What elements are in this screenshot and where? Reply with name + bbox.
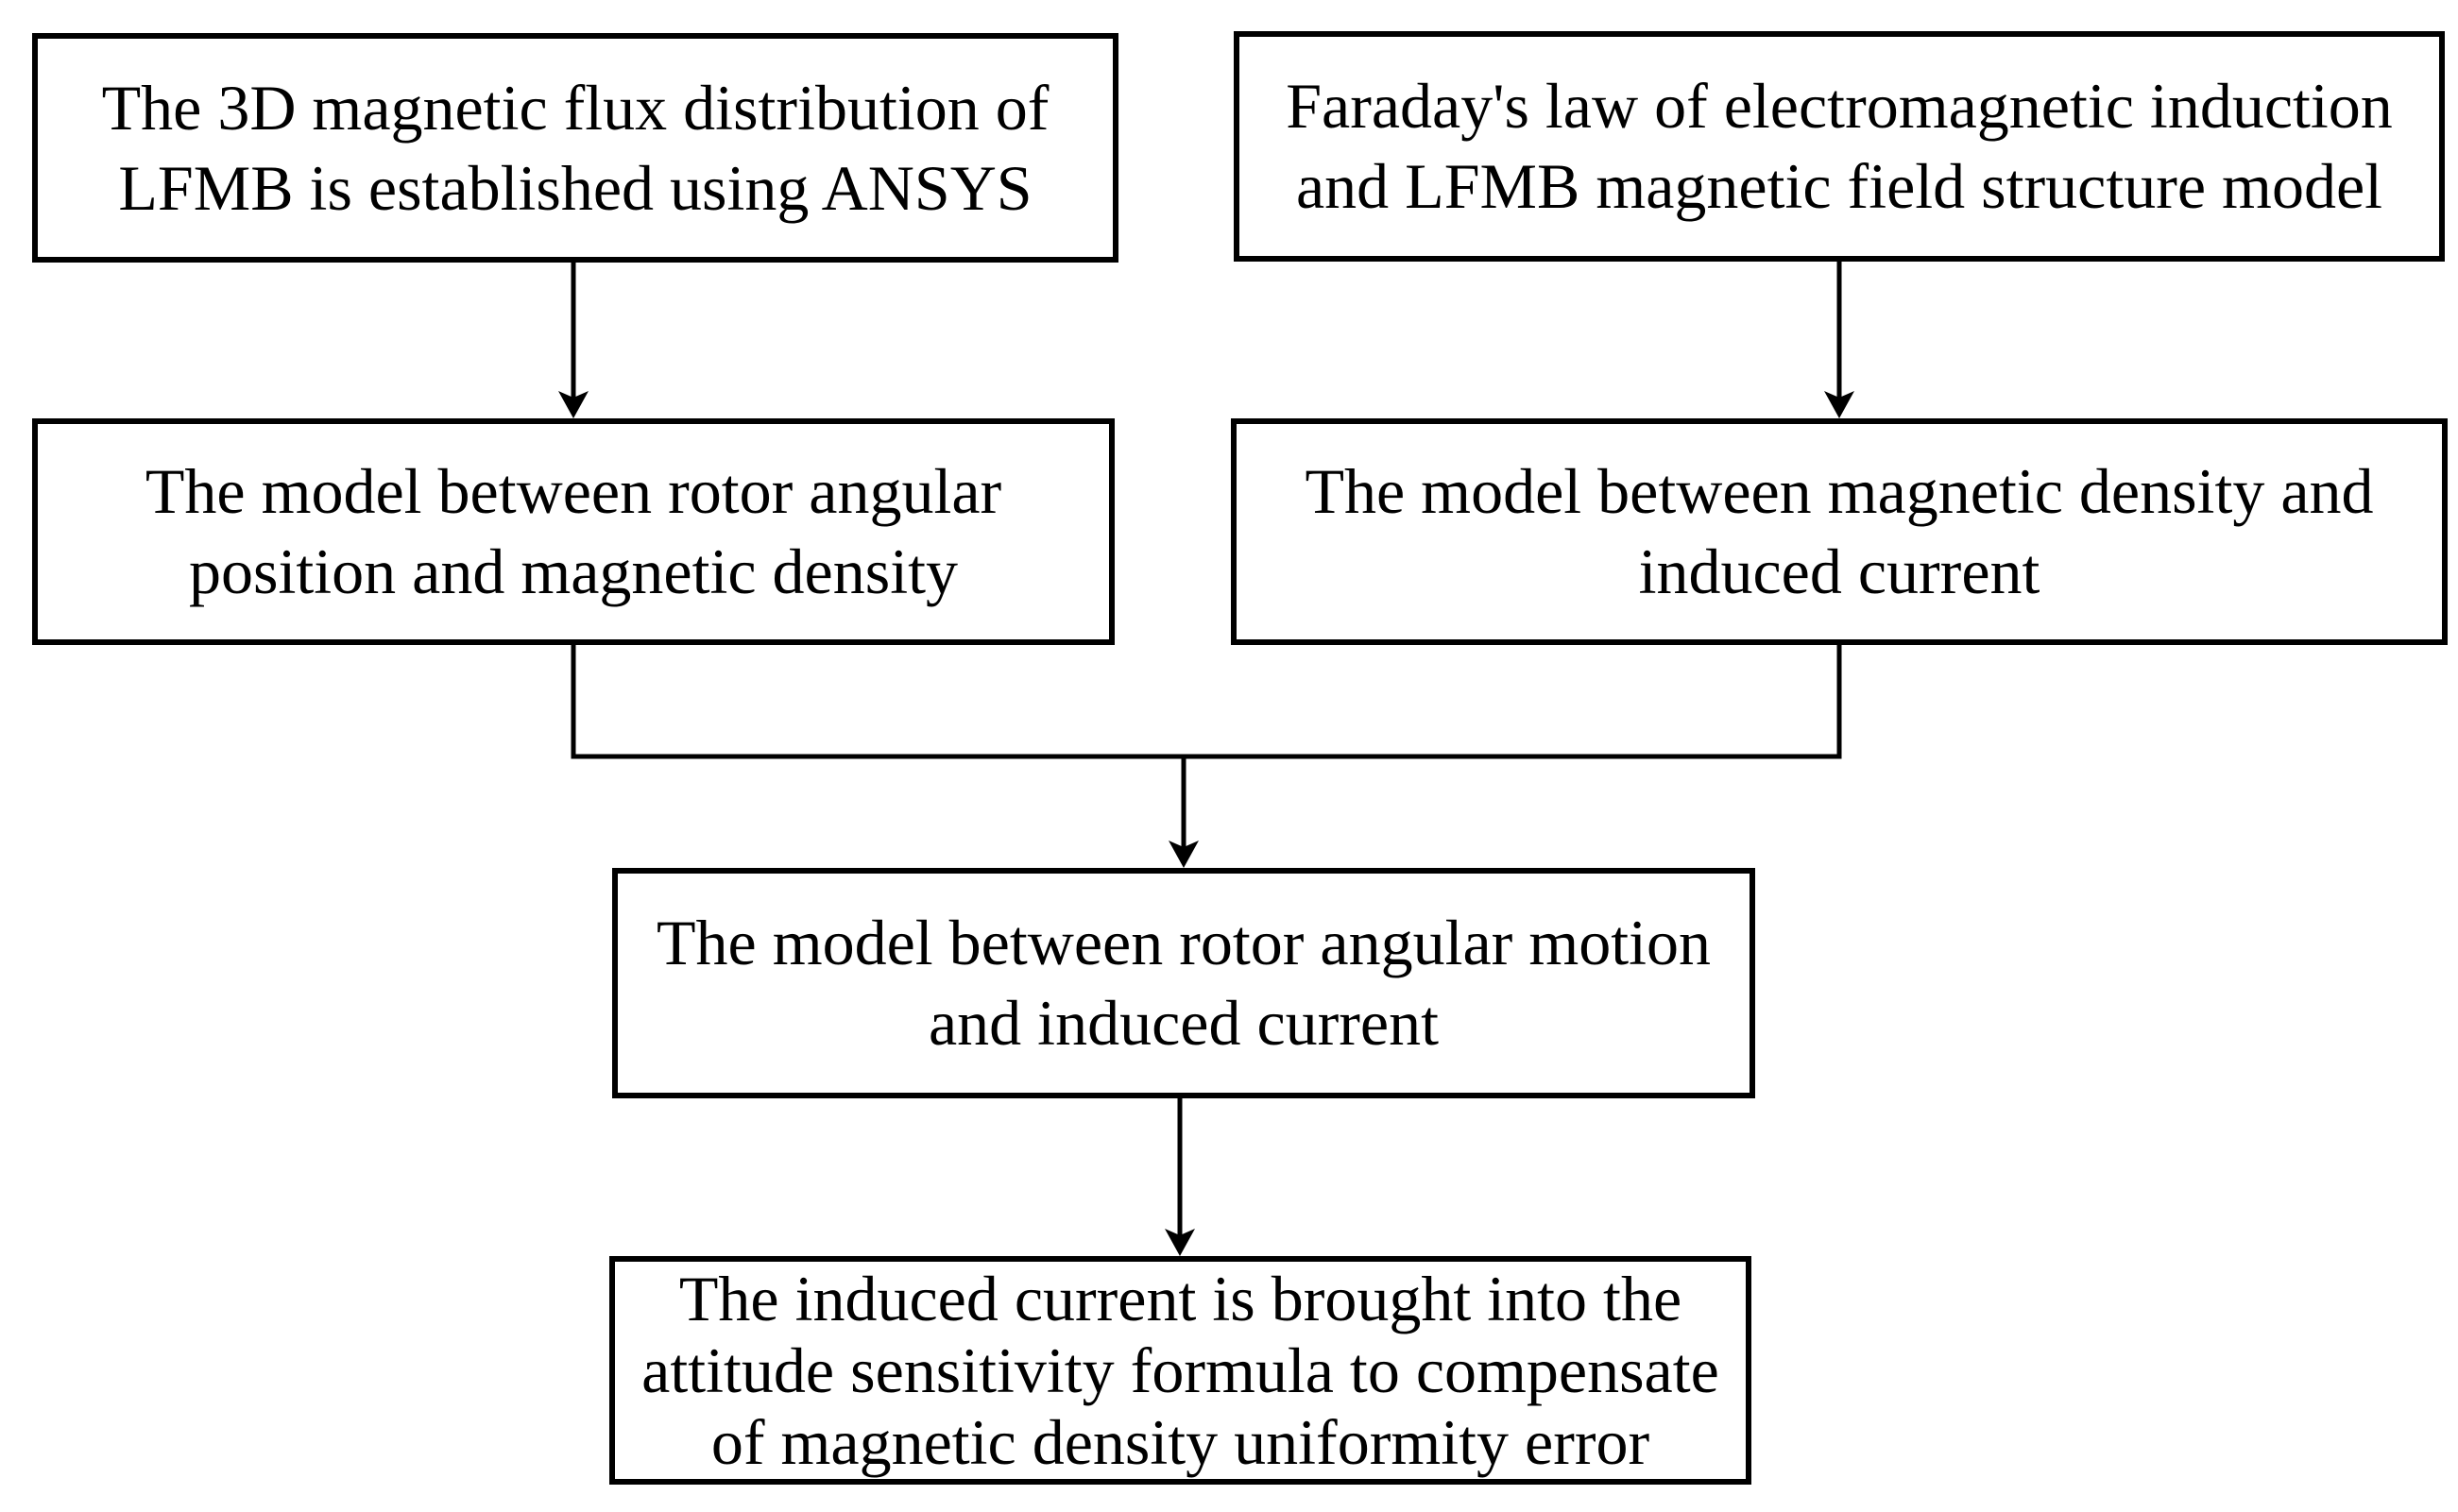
box-text-line: The induced current is brought into the — [678, 1263, 1682, 1334]
flow-box-magnetic-density: The model between magnetic density and i… — [1231, 418, 2448, 645]
box-text-line: The model between rotor angular motion — [657, 907, 1711, 978]
arrowhead-down-icon — [1165, 1229, 1195, 1256]
box-text-line: LFMB is established using ANSYS — [118, 151, 1033, 224]
arrowhead-down-icon — [558, 391, 589, 418]
box-text-line: The 3D magnetic flux distribution of — [101, 71, 1050, 144]
flow-box-faraday-law: Faraday's law of electromagnetic inducti… — [1234, 31, 2445, 262]
merge-connector-to-rotor-motion — [571, 642, 1842, 868]
arrow-faraday-to-density — [1824, 262, 1854, 418]
box-text-line: and induced current — [929, 987, 1439, 1059]
box-text-line: induced current — [1638, 535, 2040, 607]
box-text-line: Faraday's law of electromagnetic inducti… — [1286, 70, 2393, 142]
box-text-line: position and magnetic density — [189, 535, 958, 607]
box-text-line: attitude sensitivity formula to compensa… — [641, 1334, 1719, 1406]
arrowhead-down-icon — [1169, 841, 1199, 868]
flow-box-ansys-flux: The 3D magnetic flux distribution of LFM… — [32, 33, 1118, 263]
flow-box-rotor-position: The model between rotor angular position… — [32, 418, 1115, 645]
arrow-flux-to-position — [558, 263, 589, 418]
box-text-line: of magnetic density uniformity error — [710, 1406, 1650, 1478]
flow-box-compensation: The induced current is brought into the … — [609, 1256, 1751, 1485]
flow-box-rotor-motion: The model between rotor angular motion a… — [612, 868, 1755, 1098]
arrow-motion-to-compensation — [1165, 1098, 1195, 1256]
arrowhead-down-icon — [1824, 391, 1854, 418]
box-text-line: The model between rotor angular — [145, 455, 1002, 527]
box-text-line: and LFMB magnetic field structure model — [1295, 150, 2383, 222]
box-text-line: The model between magnetic density and — [1305, 455, 2374, 527]
